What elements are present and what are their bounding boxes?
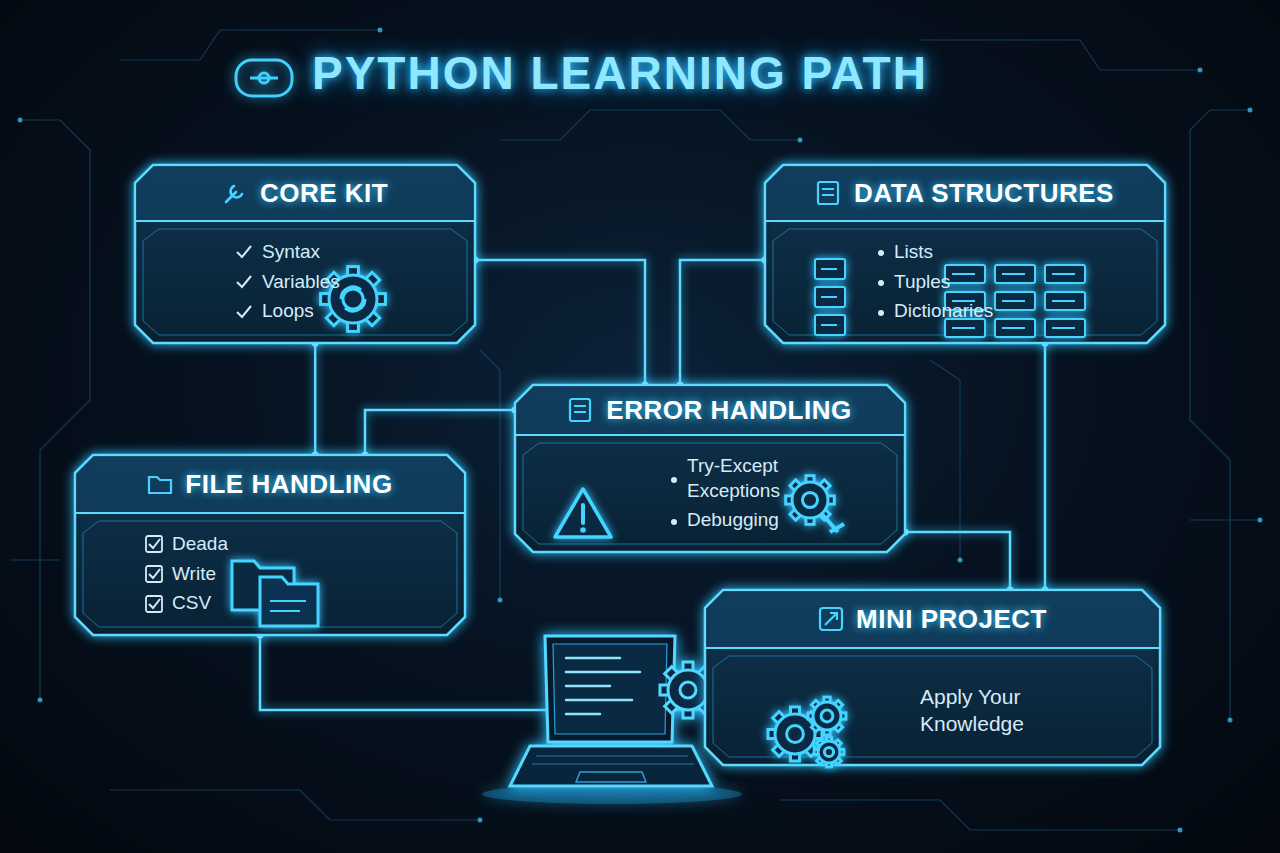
- box-header: ERROR HANDLING: [515, 385, 905, 435]
- item-text: Deada: [172, 532, 228, 557]
- box-body: SyntaxVariablesLoops: [135, 221, 475, 345]
- list-item: Deada: [145, 532, 445, 557]
- box-heading: FILE HANDLING: [185, 469, 392, 500]
- check-mark: [145, 595, 163, 613]
- header-icon: [147, 471, 173, 497]
- list-item: Try-Except Exceptions: [670, 454, 885, 503]
- box-body: DeadaWriteCSV: [75, 513, 465, 637]
- check-mark: [145, 535, 163, 553]
- item-text: Apply Your Knowledge: [920, 683, 1070, 738]
- topic-box: CORE KIT SyntaxVariablesLoops: [135, 165, 475, 343]
- list-item: Write: [145, 562, 445, 587]
- list-item: Variables: [235, 270, 455, 295]
- item-text: Variables: [262, 270, 340, 295]
- box-icon: [553, 485, 613, 541]
- check-mark: [235, 273, 253, 291]
- item-text: Write: [172, 562, 216, 587]
- header-icon: [568, 397, 594, 423]
- box-body: Try-Except ExceptionsDebugging: [515, 435, 905, 554]
- check-mark: [235, 243, 253, 261]
- topic-box: FILE HANDLING DeadaWriteCSV: [75, 455, 465, 635]
- box-heading: CORE KIT: [260, 178, 388, 209]
- item-text: Lists: [894, 240, 933, 265]
- item-text: Debugging: [687, 508, 779, 533]
- topic-box: MINI PROJECT Apply Your Knowledge: [705, 590, 1160, 765]
- box-icon: [765, 692, 845, 768]
- connector-line: [905, 532, 1010, 590]
- connector-line: [680, 260, 765, 385]
- bullet-dot: [877, 303, 885, 321]
- list-item: CSV: [145, 591, 445, 616]
- item-text: Syntax: [262, 240, 320, 265]
- box-heading: DATA STRUCTURES: [854, 178, 1114, 209]
- list-item: Apply Your Knowledge: [920, 683, 1140, 738]
- box-icon: [230, 553, 320, 629]
- box-header: CORE KIT: [135, 165, 475, 221]
- box-heading: MINI PROJECT: [856, 604, 1047, 635]
- box-icon: [782, 472, 848, 538]
- bullet-dot: [670, 470, 678, 488]
- list-item: Dictionaries: [877, 299, 1145, 324]
- box-header: FILE HANDLING: [75, 455, 465, 513]
- connector-line: [1044, 343, 1047, 590]
- list-item: Syntax: [235, 240, 455, 265]
- box-body: ListsTuplesDictionaries: [765, 221, 1165, 345]
- bullet-dot: [877, 243, 885, 261]
- box-header: DATA STRUCTURES: [765, 165, 1165, 221]
- check-mark: [235, 303, 253, 321]
- item-text: CSV: [172, 591, 211, 616]
- list-item: Lists: [877, 240, 1145, 265]
- topic-box: ERROR HANDLING Try-Except ExceptionsDebug…: [515, 385, 905, 552]
- bullet-dot: [670, 512, 678, 530]
- item-text: Dictionaries: [894, 299, 993, 324]
- check-mark: [145, 565, 163, 583]
- list-item: Debugging: [670, 508, 885, 533]
- item-text: Tuples: [894, 270, 950, 295]
- bullet-dot: [877, 273, 885, 291]
- list-item: Tuples: [877, 270, 1145, 295]
- diagram-title: PYTHON LEARNING PATH: [312, 46, 928, 100]
- box-body: Apply Your Knowledge: [705, 648, 1160, 759]
- box-icon: [815, 259, 847, 339]
- connector-line: [475, 260, 645, 385]
- header-icon: [816, 180, 842, 206]
- connector-line: [365, 410, 515, 455]
- header-icon: [222, 180, 248, 206]
- header-icon: [818, 606, 844, 632]
- item-text: Loops: [262, 299, 314, 324]
- box-header: MINI PROJECT: [705, 590, 1160, 648]
- list-item: Loops: [235, 299, 455, 324]
- topic-box: DATA STRUCTURES ListsTuplesDictionaries: [765, 165, 1165, 343]
- connector-line: [314, 343, 317, 455]
- box-heading: ERROR HANDLING: [606, 395, 851, 426]
- item-text: Try-Except Exceptions: [687, 454, 815, 503]
